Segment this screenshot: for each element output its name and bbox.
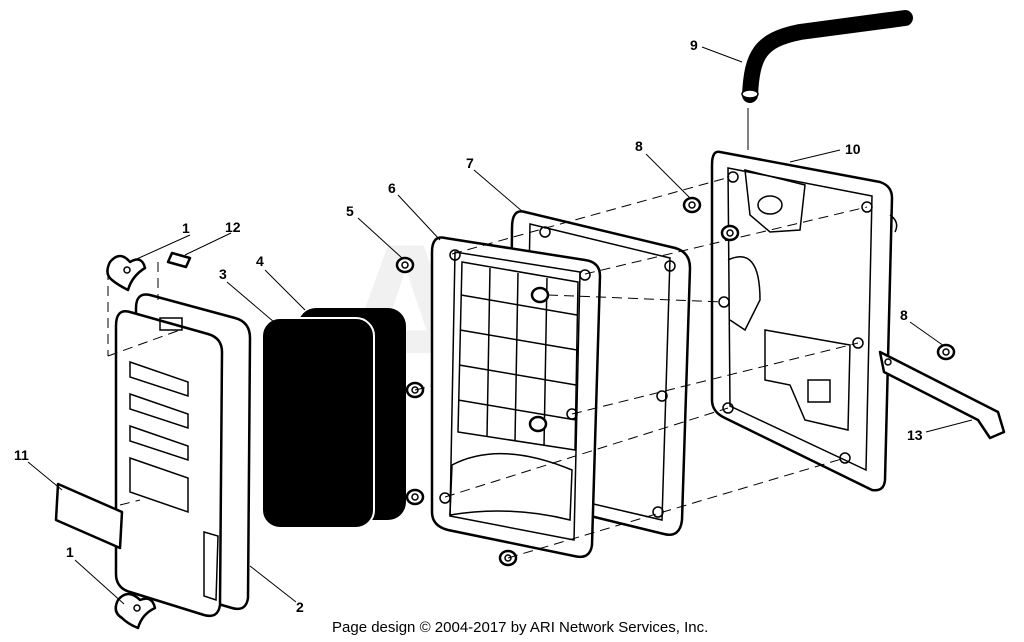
assembly-lines xyxy=(107,176,868,559)
part-wing-fastener-bottom xyxy=(114,592,157,630)
grid-cells xyxy=(457,267,578,447)
cover-vents xyxy=(129,360,189,514)
part-nut-8-right xyxy=(936,343,956,361)
part-bracket xyxy=(878,350,1006,440)
part-nut-5-top xyxy=(395,256,415,274)
callout-5: 5 xyxy=(346,203,354,219)
callout-3: 3 xyxy=(219,266,227,282)
copyright-footer: Page design © 2004-2017 by ARI Network S… xyxy=(332,619,708,636)
callout-8-upper: 8 xyxy=(635,138,643,154)
part-filter-grid xyxy=(430,236,602,559)
callout-12: 12 xyxy=(225,219,241,235)
callout-2: 2 xyxy=(296,599,304,615)
part-nut-8-upper-b xyxy=(720,224,740,242)
part-nut-8-upper-a xyxy=(682,196,702,214)
part-wing-fastener-top xyxy=(106,254,147,292)
part-nut-5-mid xyxy=(405,381,425,399)
part-nut-5-low xyxy=(405,488,425,506)
part-clip xyxy=(166,251,192,269)
callout-11: 11 xyxy=(14,447,29,463)
part-label xyxy=(54,482,124,550)
callout-1-top: 1 xyxy=(182,220,190,236)
leader-lines xyxy=(27,46,973,605)
part-cover xyxy=(114,293,252,618)
callout-labels: 1 12 3 4 5 6 7 8 9 10 8 13 11 1 2 xyxy=(14,37,923,615)
part-foam-filter-inner xyxy=(261,317,375,529)
grid-nuts xyxy=(528,286,550,433)
callout-4: 4 xyxy=(256,253,264,269)
callout-6: 6 xyxy=(388,180,396,196)
base-studs xyxy=(718,171,873,464)
part-air-cleaner-base xyxy=(710,150,898,492)
callout-10: 10 xyxy=(845,141,861,157)
callout-8-right: 8 xyxy=(900,307,908,323)
callout-7: 7 xyxy=(466,155,474,171)
callout-13: 13 xyxy=(907,427,923,443)
callout-1-bottom: 1 xyxy=(66,544,74,560)
callout-9: 9 xyxy=(690,37,698,53)
part-breather-hose xyxy=(741,10,913,150)
